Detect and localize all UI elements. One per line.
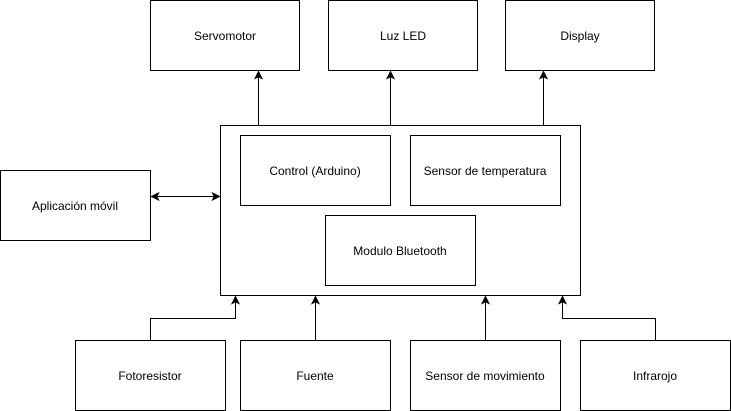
arrow-to-display [538,70,549,126]
arrow-app-bidirectional [150,191,221,202]
aplicacion-movil-block[interactable]: Aplicación móvil [0,170,151,241]
luz-led-block[interactable]: Luz LED [328,0,478,71]
modulo-bluetooth-block[interactable]: Modulo Bluetooth [325,215,476,286]
aplicacion-movil-label: Aplicación móvil [32,199,118,213]
fotoresistor-block[interactable]: Fotoresistor [75,340,226,411]
fuente-block[interactable]: Fuente [240,340,391,411]
luz-led-label: Luz LED [380,29,426,43]
fuente-label: Fuente [296,369,334,383]
infrarojo-label: Infrarojo [633,369,677,383]
servomotor-label: Servomotor [194,29,256,43]
arrow-to-luz-led [385,70,396,126]
fotoresistor-label: Fotoresistor [118,369,181,383]
display-block[interactable]: Display [505,0,655,71]
arrow-from-infrarojo [557,295,656,341]
arrow-to-servomotor [253,70,264,126]
control-arduino-label: Control (Arduino) [269,164,360,178]
control-arduino-block[interactable]: Control (Arduino) [240,135,391,206]
arrow-from-fotoresistor [150,295,241,341]
sensor-movimiento-label: Sensor de movimiento [425,369,545,383]
arrow-from-sensor-movimiento [480,295,491,341]
display-label: Display [560,29,599,43]
servomotor-block[interactable]: Servomotor [150,0,300,71]
sensor-temperatura-block[interactable]: Sensor de temperatura [410,135,561,206]
infrarojo-block[interactable]: Infrarojo [580,340,731,411]
sensor-movimiento-block[interactable]: Sensor de movimiento [410,340,561,411]
sensor-temperatura-label: Sensor de temperatura [424,164,547,178]
arrow-from-fuente [310,295,321,341]
modulo-bluetooth-label: Modulo Bluetooth [353,244,446,258]
